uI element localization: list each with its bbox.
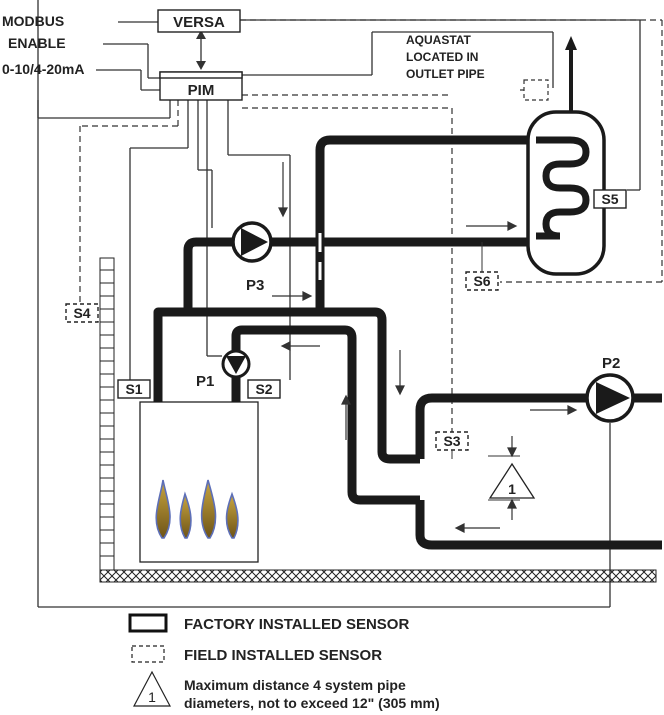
chimney-wall-bricks	[100, 269, 114, 557]
aquastat-line2: LOCATED IN	[406, 50, 478, 64]
system-piping	[153, 135, 662, 550]
floor	[99, 569, 657, 583]
flow-arrows	[272, 162, 578, 533]
aquastat-line3: OUTLET PIPE	[406, 67, 485, 81]
pump-p3-icon	[231, 221, 273, 263]
legend: FACTORY INSTALLED SENSOR FIELD INSTALLED…	[128, 613, 440, 711]
enable-label: ENABLE	[8, 35, 66, 51]
pump-p2-icon	[585, 373, 635, 423]
svg-text:S6: S6	[473, 273, 490, 289]
legend-field-label: FIELD INSTALLED SENSOR	[184, 647, 382, 664]
pump-p3-label: P3	[246, 277, 264, 294]
versa-pim-arrow	[196, 30, 206, 70]
svg-text:1: 1	[148, 689, 156, 705]
sensor-s6: S6	[465, 271, 499, 291]
legend-note-line1: Maximum distance 4 system pipe	[184, 677, 406, 693]
legend-note-line2: diameters, not to exceed 12" (305 mm)	[184, 695, 440, 711]
pim-label: PIM	[188, 82, 215, 99]
svg-text:S3: S3	[443, 433, 460, 449]
pump-p1-icon	[221, 349, 251, 379]
sensor-s4: S4	[65, 303, 99, 323]
svg-text:S1: S1	[125, 381, 142, 397]
note-triangle-icon: 1	[488, 462, 536, 499]
analog-input-label: 0-10/4-20mA	[2, 61, 85, 77]
svg-text:1: 1	[508, 481, 516, 497]
sensor-s2: S2	[247, 379, 281, 399]
modbus-label: MODBUS	[2, 13, 64, 29]
sensor-s5: S5	[593, 189, 627, 209]
aquastat-line1: AQUASTAT	[406, 33, 472, 47]
boiler-flames	[155, 479, 239, 539]
outlet-arrow	[565, 36, 577, 50]
sensor-s3: S3	[435, 431, 469, 451]
svg-text:S5: S5	[601, 191, 618, 207]
pump-p2-label: P2	[602, 355, 620, 372]
tank-coil	[536, 136, 590, 240]
aquastat-sensor	[523, 79, 549, 101]
versa-box	[157, 9, 241, 33]
legend-field-swatch	[131, 645, 165, 663]
svg-text:S2: S2	[255, 381, 272, 397]
boiler-cabinet	[139, 401, 259, 563]
indirect-tank	[526, 110, 606, 276]
sensor-s1: S1	[117, 379, 151, 399]
legend-note-triangle-icon	[133, 670, 171, 707]
control-wiring	[37, 0, 641, 608]
legend-factory-label: FACTORY INSTALLED SENSOR	[184, 616, 409, 633]
chimney-wall	[99, 257, 115, 571]
legend-factory-swatch	[128, 613, 168, 633]
versa-label: VERSA	[173, 14, 225, 31]
pump-p1-label: P1	[196, 373, 214, 390]
svg-text:S4: S4	[73, 305, 90, 321]
